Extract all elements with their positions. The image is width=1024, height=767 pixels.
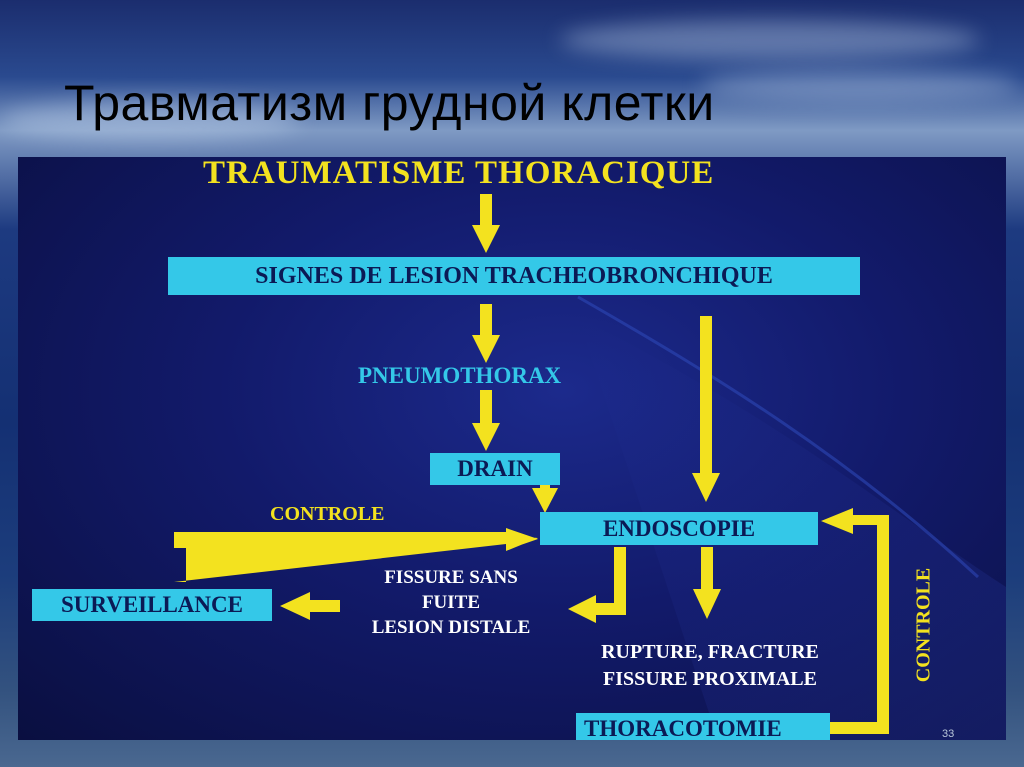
arrow-down <box>472 304 500 363</box>
sky-cloud <box>700 70 1020 100</box>
lesion-distale-line: LESION DISTALE <box>336 615 566 640</box>
diagram-title: TRAUMATISME THORACIQUE <box>203 157 714 192</box>
node-drain: DRAIN <box>430 453 560 485</box>
fissure-sans-line: FISSURE SANS <box>336 565 566 590</box>
arrow-left <box>280 592 340 620</box>
arrow-down <box>472 390 500 451</box>
slide-title: Травматизм грудной клетки <box>64 74 715 132</box>
arrow-down <box>532 485 558 513</box>
diagram-panel: TRAUMATISME THORACIQUE SIGNES DE LESION … <box>18 157 1006 740</box>
node-rupture: RUPTURE, FRACTURE FISSURE PROXIMALE <box>575 639 845 693</box>
fissure-proximale-line: FISSURE PROXIMALE <box>575 666 845 693</box>
flow-arrows <box>18 157 1006 740</box>
fuite-line: FUITE <box>336 590 566 615</box>
edge-label-controle: CONTROLE <box>270 503 384 526</box>
node-thoracotomie: THORACOTOMIE <box>576 713 830 740</box>
node-signes: SIGNES DE LESION TRACHEOBRONCHIQUE <box>168 257 860 295</box>
arrow-left-elbow <box>568 547 626 623</box>
arrow-down <box>472 194 500 253</box>
node-surveillance: SURVEILLANCE <box>32 589 272 621</box>
rupture-line: RUPTURE, FRACTURE <box>575 639 845 666</box>
node-fissure-sans: FISSURE SANS FUITE LESION DISTALE <box>336 565 566 640</box>
node-endoscopie: ENDOSCOPIE <box>540 512 818 545</box>
node-pneumothorax: PNEUMOTHORAX <box>358 363 561 389</box>
edge-label-controle-vertical: CONTROLE <box>913 568 936 682</box>
page-number: 33 <box>942 728 954 740</box>
sky-cloud <box>560 20 980 60</box>
